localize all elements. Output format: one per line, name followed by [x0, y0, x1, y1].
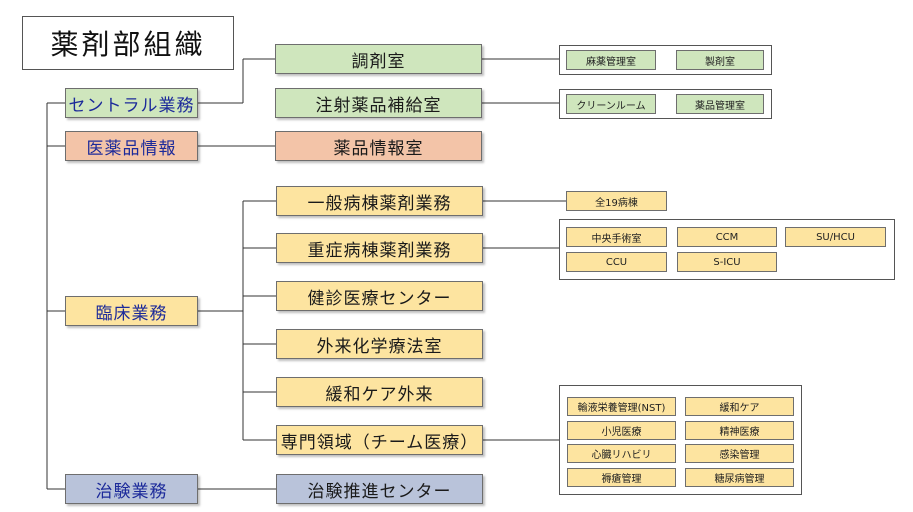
unit-outpatient-chemo: 外来化学療法室 — [276, 329, 483, 359]
subunit-ccm: CCM — [677, 227, 777, 247]
subunit-central-or: 中央手術室 — [566, 227, 667, 247]
subunit-psychiatry: 精神医療 — [685, 421, 794, 440]
subunit-clean-room: クリーンルーム — [566, 94, 656, 114]
dept-trial: 治験業務 — [65, 474, 198, 504]
subunit-all-wards: 全19病棟 — [566, 191, 667, 211]
unit-critical-ward: 重症病棟薬剤業務 — [276, 233, 483, 263]
dept-drug-info: 医薬品情報 — [65, 131, 198, 161]
subunit-drug-management: 薬品管理室 — [676, 94, 764, 114]
subunit-cardiac-rehab: 心臓リハビリ — [567, 444, 676, 463]
subunit-preparation: 製剤室 — [676, 50, 764, 70]
page-title: 薬剤部組織 — [22, 16, 234, 70]
unit-palliative-outpatient: 緩和ケア外来 — [276, 377, 483, 407]
unit-health-center: 健診医療センター — [276, 281, 483, 311]
subunit-ccu: CCU — [566, 252, 667, 272]
subunit-s-icu: S-ICU — [677, 252, 777, 272]
unit-injection-supply: 注射薬品補給室 — [275, 88, 482, 118]
subunit-su-hcu: SU/HCU — [785, 227, 886, 247]
unit-general-ward: 一般病棟薬剤業務 — [276, 186, 483, 216]
subunit-diabetes: 糖尿病管理 — [685, 468, 794, 487]
unit-dispensing: 調剤室 — [275, 44, 482, 74]
subunit-palliative-care: 緩和ケア — [685, 397, 794, 416]
subunit-infection-control: 感染管理 — [685, 444, 794, 463]
subunit-pressure-ulcer: 褥瘡管理 — [567, 468, 676, 487]
dept-central: セントラル業務 — [65, 88, 198, 118]
subunit-pediatrics: 小児医療 — [567, 421, 676, 440]
dept-clinical: 臨床業務 — [65, 296, 198, 326]
unit-specialty: 専門領域（チーム医療） — [276, 425, 483, 455]
unit-trial-center: 治験推進センター — [276, 474, 483, 504]
unit-drug-info-room: 薬品情報室 — [275, 131, 482, 161]
subunit-narcotics: 麻薬管理室 — [566, 50, 656, 70]
subunit-nst: 輸液栄養管理(NST) — [567, 397, 676, 416]
